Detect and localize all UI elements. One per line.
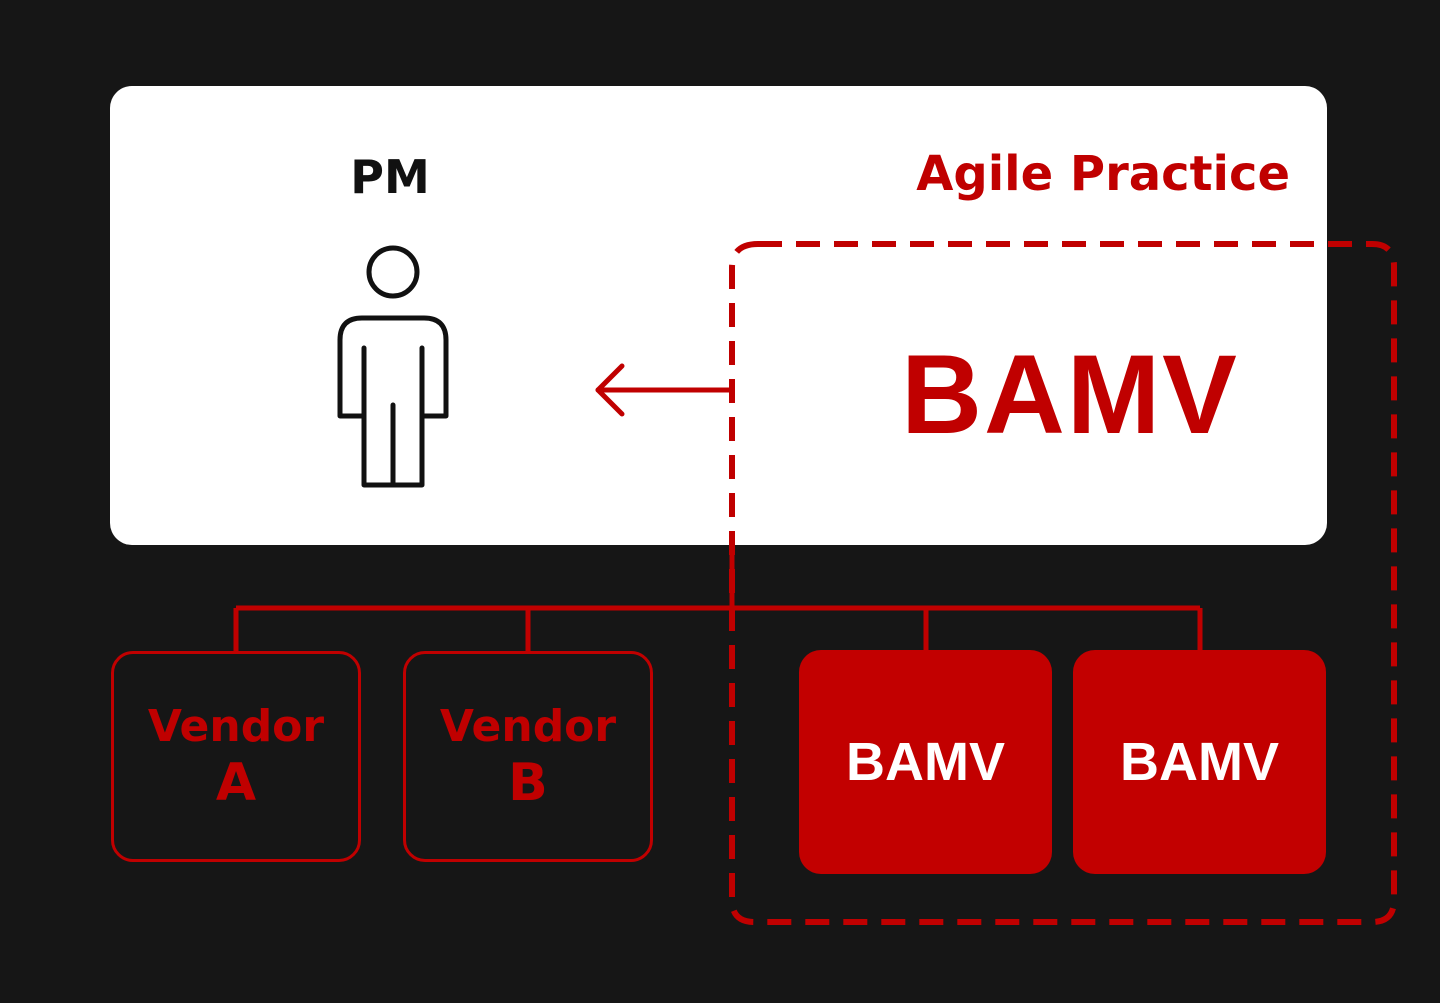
vendor-a-line2: A [215,752,257,813]
bamv-box-1-label: BAMV [846,732,1005,792]
bamv-main-label: BAMV [901,332,1239,457]
tree-connectors [233,545,1203,651]
arrow-left-icon [595,363,735,417]
person-icon [337,245,449,488]
bamv-box-1: BAMV [799,650,1052,874]
agile-practice-label: Agile Practice [916,146,1290,202]
vendor-b-line2: B [508,752,548,813]
vendor-a-line1: Vendor [147,700,325,752]
bamv-box-2-label: BAMV [1120,732,1279,792]
vendor-b-line1: Vendor [439,700,617,752]
top-panel [110,86,1327,545]
bamv-box-2: BAMV [1073,650,1326,874]
vendor-a-box: Vendor A [111,651,361,862]
pm-label: PM [350,150,430,204]
vendor-b-box: Vendor B [403,651,653,862]
